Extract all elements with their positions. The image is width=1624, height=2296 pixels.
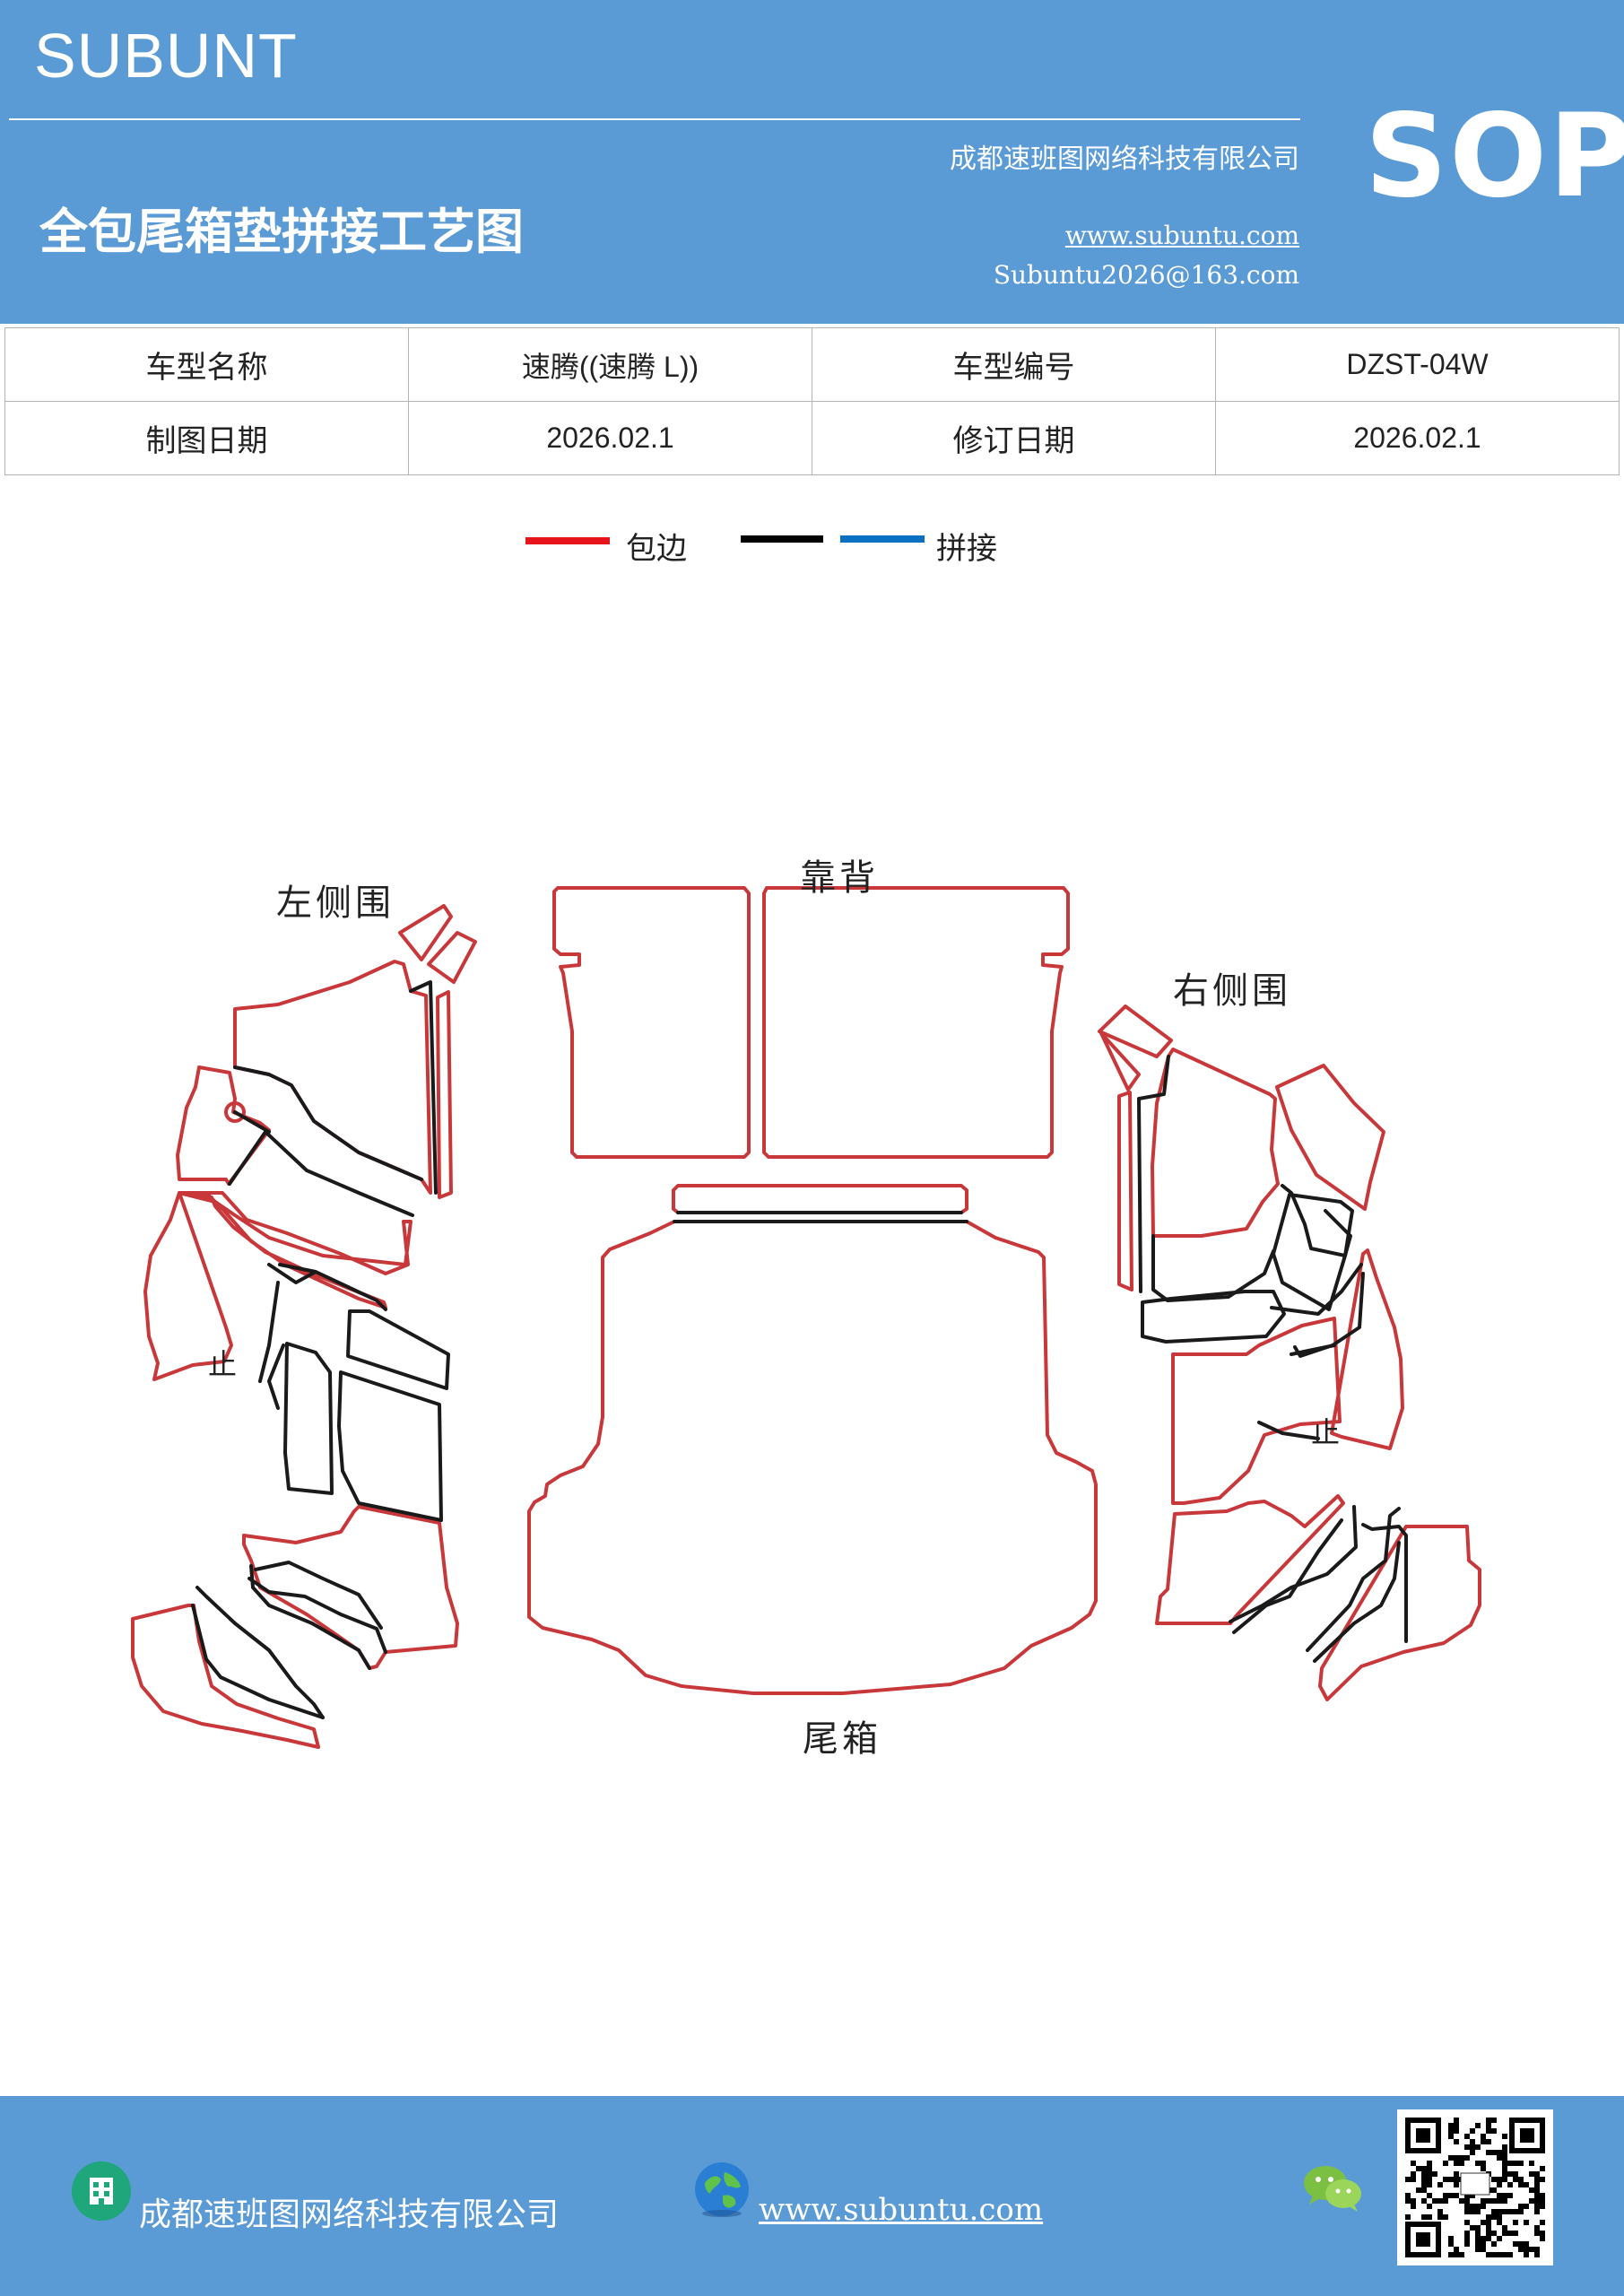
left-seam-10	[283, 1342, 334, 1495]
left-side-bottom-panel	[242, 1505, 459, 1670]
left-side-big-panel	[143, 1191, 387, 1381]
left-seam-12	[248, 1561, 387, 1654]
sop-badge: SOP	[1365, 90, 1624, 223]
left-seam-9	[337, 1370, 443, 1522]
drawing-date-value: 2026.02.1	[408, 401, 812, 475]
model-name-value: 速腾((速腾 L))	[408, 327, 812, 402]
drawing-date-label: 制图日期	[4, 401, 409, 475]
right-side-bottom-panel	[1155, 1494, 1345, 1625]
backrest-right-panel	[762, 886, 1070, 1159]
document-title: 全包尾箱垫拼接工艺图	[39, 204, 524, 260]
right-seam-13	[1361, 1523, 1408, 1643]
right-side-upper-panel	[1151, 1048, 1280, 1238]
right-seam-5	[1272, 1193, 1354, 1311]
right-seam-11	[1306, 1507, 1401, 1652]
label-left-side: 左侧围	[276, 883, 395, 924]
legend-swatch-seam-black	[741, 535, 823, 543]
left-seam-7	[267, 1344, 285, 1410]
label-stop-left: 止	[208, 1347, 238, 1381]
right-seam-12	[1313, 1541, 1401, 1663]
trunk-top-strip	[672, 1184, 968, 1214]
right-side-corner-panel	[1318, 1525, 1481, 1701]
revision-date-label: 修订日期	[812, 401, 1216, 475]
header-divider	[9, 118, 1300, 120]
trunk-floor-panel	[527, 1220, 1098, 1695]
left-side-hole	[224, 1101, 246, 1123]
right-seam-9	[1229, 1505, 1358, 1623]
left-seam-8	[346, 1309, 450, 1390]
header-website-link[interactable]: www.subuntu.com	[1064, 221, 1299, 250]
legend-swatch-edge	[525, 537, 610, 544]
left-side-upper-panel	[233, 960, 432, 1195]
footer-company: 成都速班图网络科技有限公司	[139, 2196, 560, 2233]
left-seam-4	[233, 1110, 271, 1134]
right-seam-1	[1137, 1055, 1170, 1293]
right-side-strip	[1117, 1091, 1133, 1292]
revision-date-value: 2026.02.1	[1215, 401, 1620, 475]
wechat-icon	[1302, 2161, 1365, 2215]
left-seam-2	[233, 1065, 423, 1181]
right-seam-10	[1232, 1518, 1343, 1634]
label-stop-right: 止	[1311, 1415, 1341, 1449]
right-seam-7	[1290, 1272, 1365, 1358]
table-row: 车型名称 速腾((速腾 L)) 车型编号 DZST-04W	[4, 327, 1620, 402]
left-seam-3	[228, 1130, 414, 1217]
model-code-label: 车型编号	[812, 327, 1216, 402]
legend-swatch-seam-blue	[840, 535, 925, 543]
brand-name: SUBUNT	[34, 21, 298, 91]
label-right-side: 右侧围	[1173, 970, 1291, 1012]
label-trunk: 尾箱	[803, 1718, 881, 1760]
right-seam-3	[1141, 1290, 1286, 1344]
header-email[interactable]: Subuntu2026@163.com	[993, 260, 1299, 290]
left-seam-14	[191, 1604, 325, 1719]
legend-label-seam: 拼接	[936, 531, 997, 567]
right-side-top-clip	[1098, 1004, 1173, 1091]
table-row: 制图日期 2026.02.1 修订日期 2026.02.1	[4, 401, 1620, 475]
globe-icon	[692, 2160, 751, 2219]
right-side-top-right-panel	[1275, 1064, 1385, 1211]
right-seam-6	[1270, 1263, 1363, 1316]
building-icon	[72, 2161, 131, 2221]
left-side-corner-panel	[131, 1604, 320, 1749]
header-company: 成都速班图网络科技有限公司	[950, 144, 1299, 175]
line-legend: 包边 拼接	[0, 520, 1624, 574]
right-seam-2	[1151, 1234, 1275, 1302]
qr-code[interactable]	[1397, 2109, 1553, 2266]
left-seam-1	[409, 980, 438, 1195]
left-seam-11	[249, 1564, 371, 1670]
right-seam-8	[1257, 1421, 1320, 1440]
right-seam-4	[1281, 1184, 1352, 1257]
backrest-left-panel	[552, 886, 751, 1159]
right-side-wing-panel	[1330, 1248, 1404, 1450]
left-side-top-clip	[398, 904, 477, 984]
label-backrest: 靠背	[800, 857, 879, 899]
left-side-mid-panel	[176, 1065, 271, 1186]
left-side-strip	[436, 990, 453, 1199]
left-seam-6	[258, 1281, 280, 1383]
header-banner: SUBUNT 成都速班图网络科技有限公司 全包尾箱垫拼接工艺图 www.subu…	[0, 0, 1624, 324]
model-name-label: 车型名称	[4, 327, 409, 402]
footer-website-link[interactable]: www.subuntu.com	[759, 2192, 1044, 2228]
legend-label-edge: 包边	[626, 531, 687, 567]
left-seam-13	[195, 1586, 325, 1719]
model-code-value: DZST-04W	[1215, 327, 1620, 402]
vehicle-info-table: 车型名称 速腾((速腾 L)) 车型编号 DZST-04W 制图日期 2026.…	[4, 327, 1620, 475]
left-side-lower-panel	[178, 1191, 413, 1275]
left-seam-5	[267, 1263, 387, 1311]
